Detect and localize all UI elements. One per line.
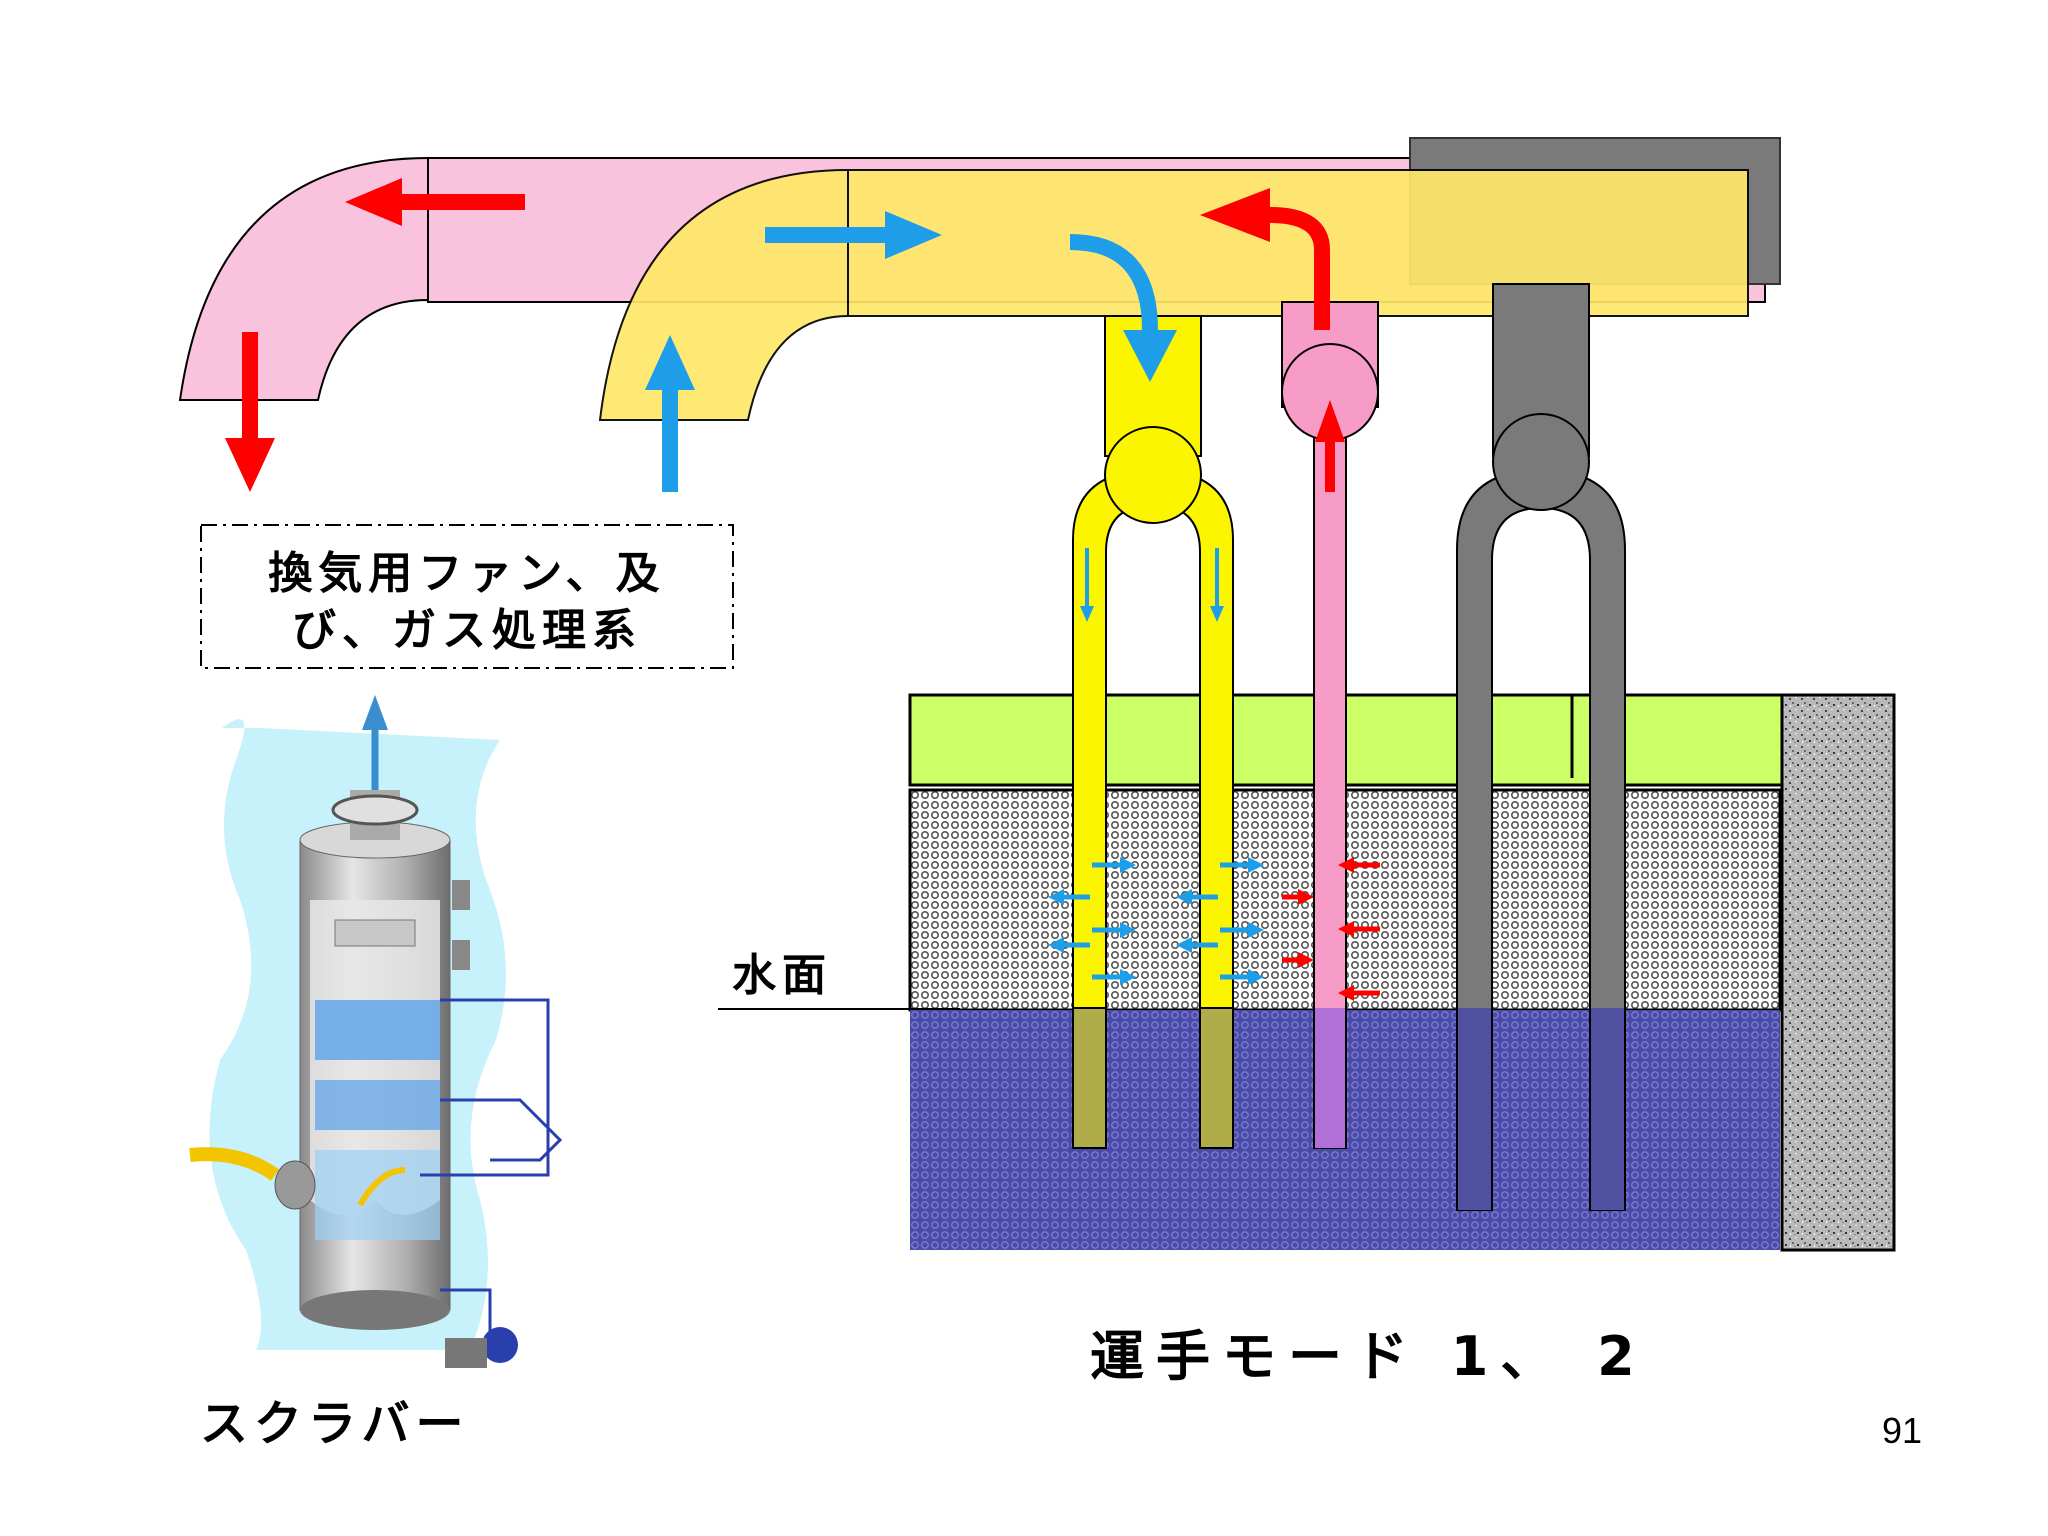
small-flow-arrows: [1048, 857, 1380, 1001]
blue-arrow-out: [1092, 857, 1264, 985]
exhaust-label-box: [200, 524, 734, 669]
blue-arrow-in: [1048, 889, 1218, 953]
blue-arrow-leg-left-down: [1080, 548, 1094, 622]
yellow-pipe: [1072, 315, 1234, 1149]
blue-arrow-into-yellow-pipe: [1069, 234, 1177, 382]
red-arrow-out-of-pink-pipe: [1200, 188, 1330, 330]
red-arrow-exhaust-left: [345, 178, 525, 226]
scrubber-illustration: [189, 695, 563, 1368]
page-number: 91: [1882, 1410, 1922, 1451]
red-arrow-in: [1282, 857, 1380, 1001]
gray-pipe: [1456, 283, 1626, 1211]
exhaust-label-line2: び、ガス処理系: [292, 605, 642, 656]
blue-arrow-leg-right-down: [1210, 548, 1224, 622]
blue-arrow-supply-up: [645, 335, 695, 492]
red-arrow-pink-pipe-up: [1315, 400, 1345, 492]
tank: [908, 693, 1896, 1252]
blue-arrow-supply-right: [765, 211, 942, 259]
scrubber-label: スクラバー: [200, 1396, 470, 1452]
exhaust-label-line1: 換気用ファン、及: [268, 548, 665, 599]
red-arrow-exhaust-down: [225, 332, 275, 492]
mode-label: 運手モード 1、 2: [1090, 1325, 1647, 1388]
water-surface-label: 水面: [732, 950, 832, 1001]
